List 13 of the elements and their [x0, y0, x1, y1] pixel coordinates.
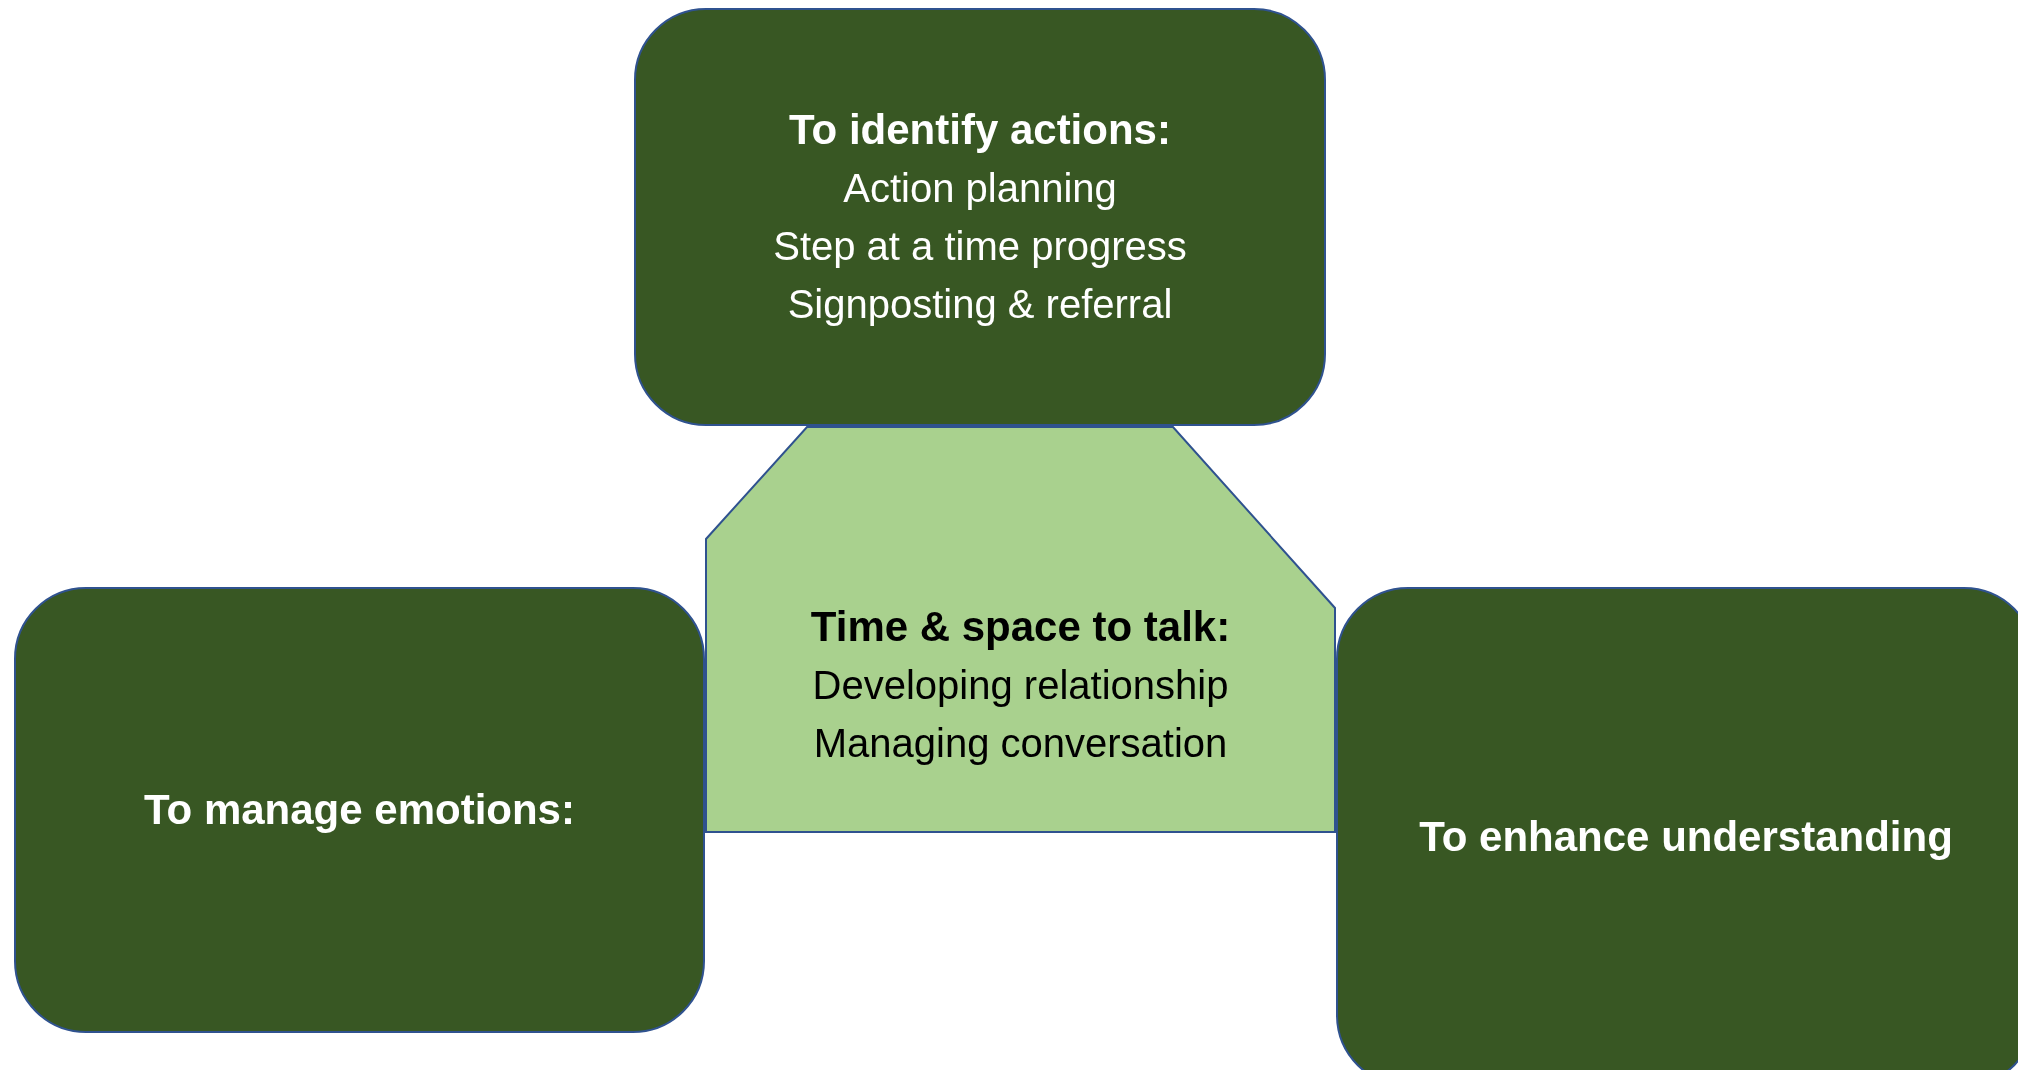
body-text: Step at a time progress — [773, 223, 1187, 270]
heading: To identify actions: — [789, 105, 1171, 155]
body-text: Action planning — [843, 165, 1117, 212]
triangle-panel — [705, 426, 1336, 833]
body-text: Developing relationship — [812, 662, 1229, 709]
body-text: Signposting & referral — [787, 281, 1173, 328]
rounded-box — [14, 587, 705, 1033]
rounded-box — [634, 8, 1326, 426]
heading: To enhance understanding — [1419, 812, 1953, 862]
heading: Time & space to talk: — [810, 602, 1231, 652]
rounded-box — [1336, 587, 2018, 1070]
heading: To manage emotions: — [144, 785, 575, 835]
body-text: Managing conversation — [813, 720, 1228, 767]
